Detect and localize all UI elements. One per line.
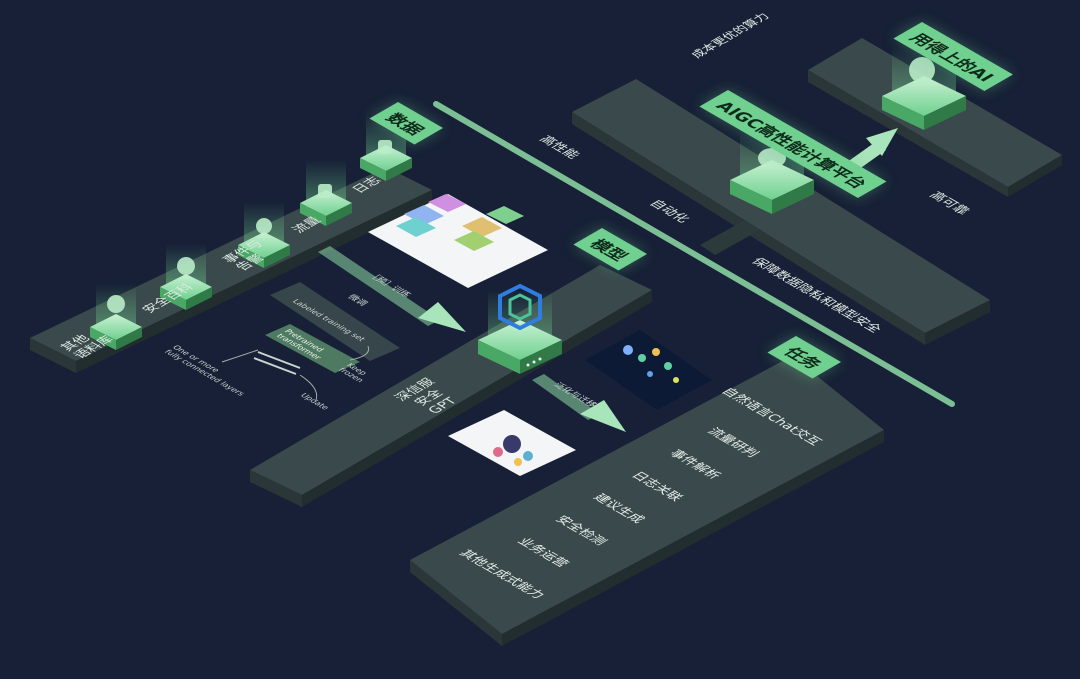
thumbnail-illustration [448,410,576,476]
node-alert [238,202,290,268]
node-wiki [160,244,212,310]
node-log [360,115,412,181]
wiki-icon [177,257,195,275]
thumbnail-dashboard [368,194,548,288]
thumbnail-bubbles [585,330,712,410]
sangfor-logo-icon [498,283,542,331]
arrow-data-to-model [318,246,466,332]
platform-tasks [410,356,884,646]
training-diagram [221,282,400,401]
divider-bar [433,101,955,407]
alert-icon [256,218,272,234]
node-model [478,283,562,374]
compute-inner-block [700,220,760,255]
traffic-icon [318,184,332,198]
arrow-model-to-task [532,374,626,432]
node-traffic [300,160,352,226]
ai-head-icon [909,57,935,83]
corpus-icon [107,295,125,313]
log-icon [378,140,392,154]
node-corpus [90,284,142,350]
